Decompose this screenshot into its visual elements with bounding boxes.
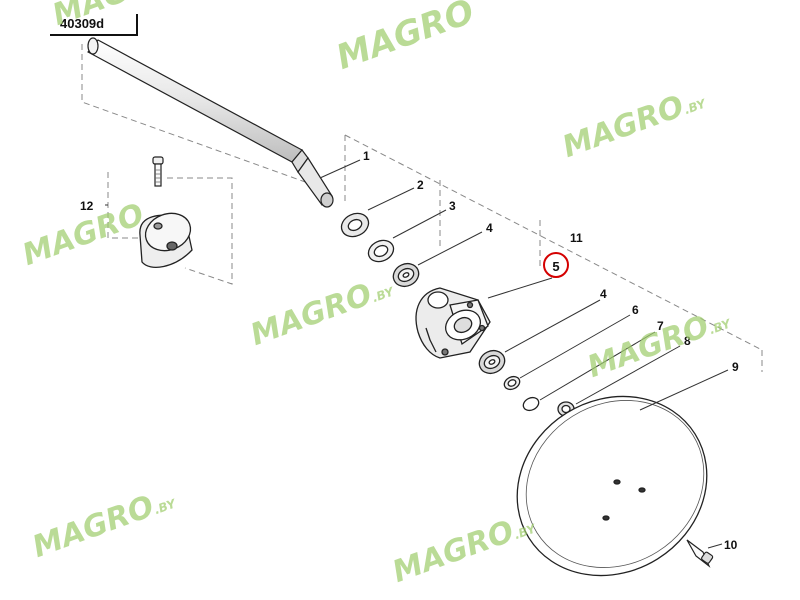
bearing-part-4-second (478, 349, 506, 375)
part-number-9[interactable]: 9 (732, 360, 739, 374)
part-number-2[interactable]: 2 (417, 178, 424, 192)
highlighted-part-5[interactable]: 5 (543, 252, 569, 278)
part-number-5[interactable]: 5 (552, 259, 560, 274)
reference-underline (50, 34, 138, 36)
diagram-reference: 40309d (50, 14, 138, 38)
part-number-1[interactable]: 1 (363, 149, 370, 163)
circlip-part-7 (522, 396, 540, 412)
part-number-6[interactable]: 6 (632, 303, 639, 317)
hub-housing-part-5 (415, 287, 491, 359)
part-number-12[interactable]: 12 (80, 199, 94, 213)
dashed-assembly-frames (81, 44, 763, 372)
bolt-part-10 (686, 539, 714, 568)
part-number-11[interactable]: 11 (570, 231, 583, 245)
part-number-3[interactable]: 3 (449, 199, 456, 213)
part-number-4[interactable]: 4 (486, 221, 493, 235)
reference-tick (136, 14, 138, 36)
clamp-block-part-12 (139, 212, 193, 268)
leader-lines (105, 159, 729, 549)
part-number-10[interactable]: 10 (724, 538, 738, 552)
bolt-part-12 (152, 156, 164, 187)
washer-part-6 (503, 375, 521, 391)
ring-part-3 (367, 239, 395, 263)
seal-part-2 (340, 212, 370, 238)
disc-part-9 (516, 395, 708, 577)
diagram-code: 40309d (60, 16, 105, 31)
shaft-part (87, 37, 334, 208)
part-number-8[interactable]: 8 (684, 334, 691, 348)
bearing-part-4 (392, 262, 420, 288)
part-number-4-second[interactable]: 4 (600, 287, 607, 301)
part-number-7[interactable]: 7 (657, 319, 664, 333)
